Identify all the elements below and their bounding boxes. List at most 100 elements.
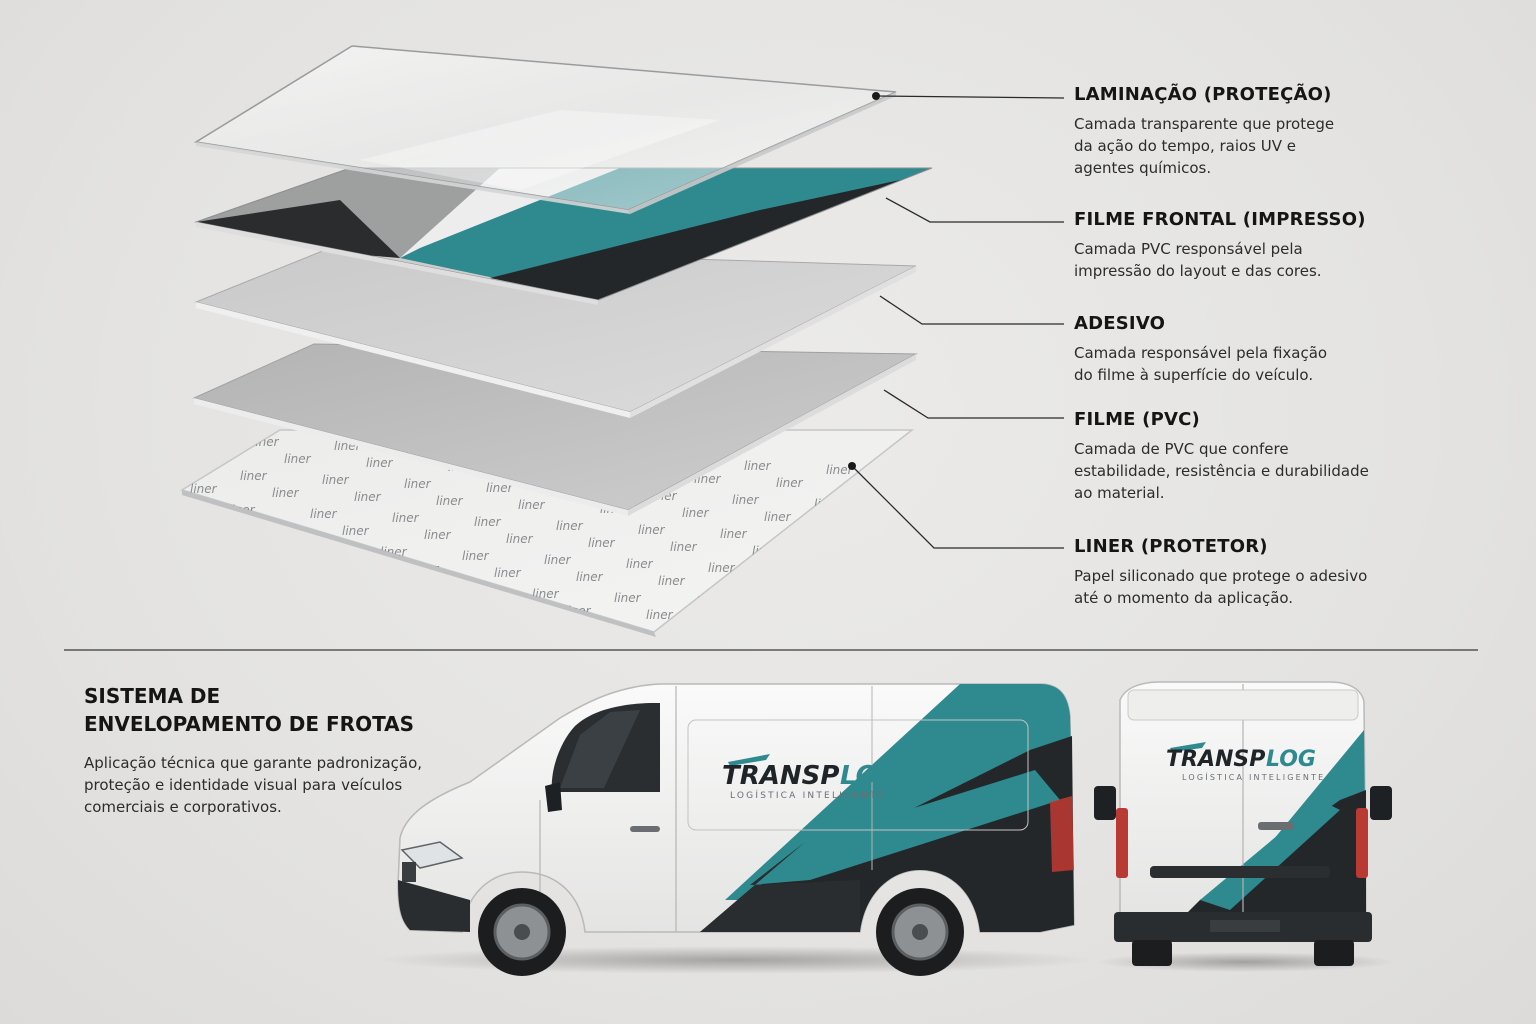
- liner-watermark-text: liner: [272, 486, 300, 500]
- leader-lines: [851, 95, 1065, 549]
- liner-watermark-text: liner: [306, 626, 334, 640]
- liner-watermark-text: liner: [494, 566, 522, 580]
- liner-watermark-text: liner: [614, 591, 642, 605]
- liner-watermark-text: liner: [556, 519, 584, 533]
- label-title: ADESIVO: [1074, 313, 1166, 334]
- liner-watermark-text: liner: [892, 620, 920, 634]
- liner-watermark-text: liner: [356, 613, 384, 627]
- marker-dot: [872, 92, 880, 100]
- liner-watermark-text: liner: [904, 586, 932, 600]
- liner-watermark-text: liner: [436, 494, 464, 508]
- liner-watermark-text: liner: [670, 540, 698, 554]
- liner-watermark-text: liner: [192, 605, 220, 619]
- brand-tagline-rear: LOGÍSTICA INTELIGENTE: [1182, 771, 1325, 782]
- liner-watermark-text: liner: [928, 518, 956, 532]
- van-rear-view: [1094, 681, 1395, 972]
- liner-watermark-text: liner: [518, 498, 546, 512]
- liner-watermark-text: liner: [720, 527, 748, 541]
- liner-watermark-text: liner: [134, 533, 162, 547]
- label-description: Camada PVC responsável pela impressão do…: [1074, 240, 1322, 280]
- liner-watermark-text: liner: [732, 493, 760, 507]
- liner-watermark-text: liner: [400, 596, 428, 610]
- liner-watermark-text: liner: [810, 616, 838, 630]
- liner-watermark-text: liner: [684, 629, 712, 643]
- liner-watermark-text: liner: [778, 599, 806, 613]
- liner-watermark-text: liner: [450, 583, 478, 597]
- marker-dot: [848, 462, 856, 470]
- liner-watermark-text: liner: [708, 561, 736, 575]
- liner-watermark-text: liner: [310, 507, 338, 521]
- liner-watermark-text: liner: [438, 617, 466, 631]
- liner-watermark-text: liner: [744, 459, 772, 473]
- liner-watermark-text: liner: [318, 592, 346, 606]
- liner-watermark-text: liner: [798, 650, 826, 664]
- liner-watermark-text: liner: [178, 516, 206, 530]
- label-adhesive: ADESIVO Camada responsável pela fixação …: [1074, 313, 1374, 386]
- liner-watermark-text: liner: [298, 541, 326, 555]
- liner-watermark-text: liner: [576, 570, 604, 584]
- layer-pvc-film: [192, 343, 918, 516]
- liner-watermark-text: liner: [716, 646, 744, 660]
- liner-watermark-text: liner: [860, 603, 888, 617]
- liner-watermark-text: liner: [776, 476, 804, 490]
- brand-logo-side-part2: LOG: [840, 761, 899, 791]
- liner-watermark-text: liner: [190, 482, 218, 496]
- label-description: Papel siliconado que protege o adesivo a…: [1074, 567, 1368, 607]
- brand-logo-rear-part1: TRANSP: [1166, 747, 1265, 772]
- liner-watermark-text: liner: [240, 469, 268, 483]
- liner-watermark-text: liner: [658, 574, 686, 588]
- brand-logo-side-part1: TRANSP: [722, 761, 839, 791]
- liner-watermark-text: liner: [424, 528, 452, 542]
- liner-watermark-text: liner: [342, 524, 370, 538]
- liner-watermark-text: liner: [392, 511, 420, 525]
- liner-watermark-text: liner: [880, 654, 908, 668]
- label-title: LINER (PROTETOR): [1074, 536, 1268, 557]
- layer-adhesive: [194, 247, 917, 418]
- liner-watermark-text: liner: [682, 506, 710, 520]
- liner-watermark-text: liner: [170, 431, 198, 445]
- liner-watermark-text: liner: [202, 448, 230, 462]
- liner-watermark-text: liner: [822, 582, 850, 596]
- liner-watermark-text: liner: [790, 565, 818, 579]
- liner-watermark-text: liner: [696, 595, 724, 609]
- liner-watermark-text: liner: [146, 499, 174, 513]
- liner-watermark-text: liner: [122, 567, 150, 581]
- liner-watermark-text: liner: [474, 515, 502, 529]
- label-title: LAMINAÇÃO (PROTEÇÃO): [1074, 84, 1332, 105]
- liner-watermark-text: liner: [728, 612, 756, 626]
- liner-watermark-text: liner: [368, 579, 396, 593]
- liner-watermark-text: liner: [848, 637, 876, 651]
- liner-watermark-text: liner: [470, 634, 498, 648]
- layer-printed-film: [194, 167, 933, 305]
- liner-watermark-text: liner: [166, 550, 194, 564]
- liner-watermark-text: liner: [752, 544, 780, 558]
- liner-watermark-text: liner: [158, 465, 186, 479]
- liner-watermark-text: liner: [940, 484, 968, 498]
- liner-watermark-text: liner: [764, 510, 792, 524]
- label-liner: LINER (PROTETOR) Papel siliconado que pr…: [1074, 536, 1374, 609]
- liner-watermark-text: liner: [482, 600, 510, 614]
- van-side-view: [375, 683, 1095, 976]
- liner-watermark-text: liner: [248, 554, 276, 568]
- liner-watermark-text: liner: [330, 558, 358, 572]
- liner-watermark-text: liner: [834, 548, 862, 562]
- liner-watermark-text: liner: [404, 477, 432, 491]
- liner-watermark-text: liner: [236, 588, 264, 602]
- system-title: SISTEMA DE ENVELOPAMENTO DE FROTAS: [84, 684, 415, 736]
- liner-watermark-text: liner: [588, 536, 616, 550]
- label-description: Camada de PVC que confere estabilidade, …: [1074, 440, 1369, 502]
- label-pvc-film: FILME (PVC) Camada de PVC que confere es…: [1074, 409, 1374, 504]
- liner-watermark-text: liner: [896, 501, 924, 515]
- liner-watermark-text: liner: [544, 553, 572, 567]
- liner-watermark-text: liner: [802, 531, 830, 545]
- liner-watermark-text: liner: [224, 622, 252, 636]
- label-description: Camada transparente que protege da ação …: [1074, 115, 1335, 177]
- liner-watermark-text: liner: [646, 608, 674, 622]
- liner-watermark-text: liner: [322, 473, 350, 487]
- liner-watermark-text: liner: [110, 601, 138, 615]
- liner-watermark-text: liner: [252, 435, 280, 449]
- brand-logo-rear-part2: LOG: [1266, 747, 1316, 772]
- label-title: FILME (PVC): [1074, 409, 1200, 430]
- liner-watermark-text: liner: [284, 452, 312, 466]
